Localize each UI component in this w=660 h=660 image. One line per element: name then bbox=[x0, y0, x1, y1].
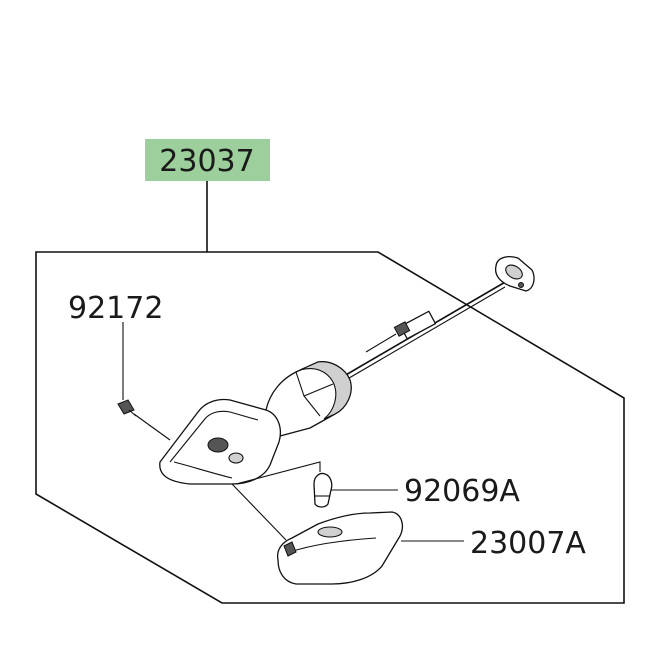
assembly-highlight[interactable] bbox=[145, 139, 270, 181]
bulb-guide-line bbox=[235, 461, 321, 485]
wire bbox=[343, 286, 506, 382]
assembly-number[interactable]: 23037 bbox=[159, 144, 254, 179]
callout-23007A[interactable]: 23007A bbox=[470, 526, 586, 561]
connector bbox=[365, 310, 437, 353]
lamp-housing bbox=[159, 398, 281, 485]
bulb bbox=[313, 472, 333, 508]
grommet bbox=[494, 256, 535, 292]
lens bbox=[276, 511, 403, 585]
callout-92172[interactable]: 92172 bbox=[68, 291, 163, 326]
assembly-outline bbox=[35, 251, 625, 604]
screw bbox=[117, 399, 137, 417]
screw-to-housing-line bbox=[133, 413, 171, 441]
lens-guide-line bbox=[231, 483, 287, 541]
callout-92069A[interactable]: 92069A bbox=[404, 474, 520, 509]
